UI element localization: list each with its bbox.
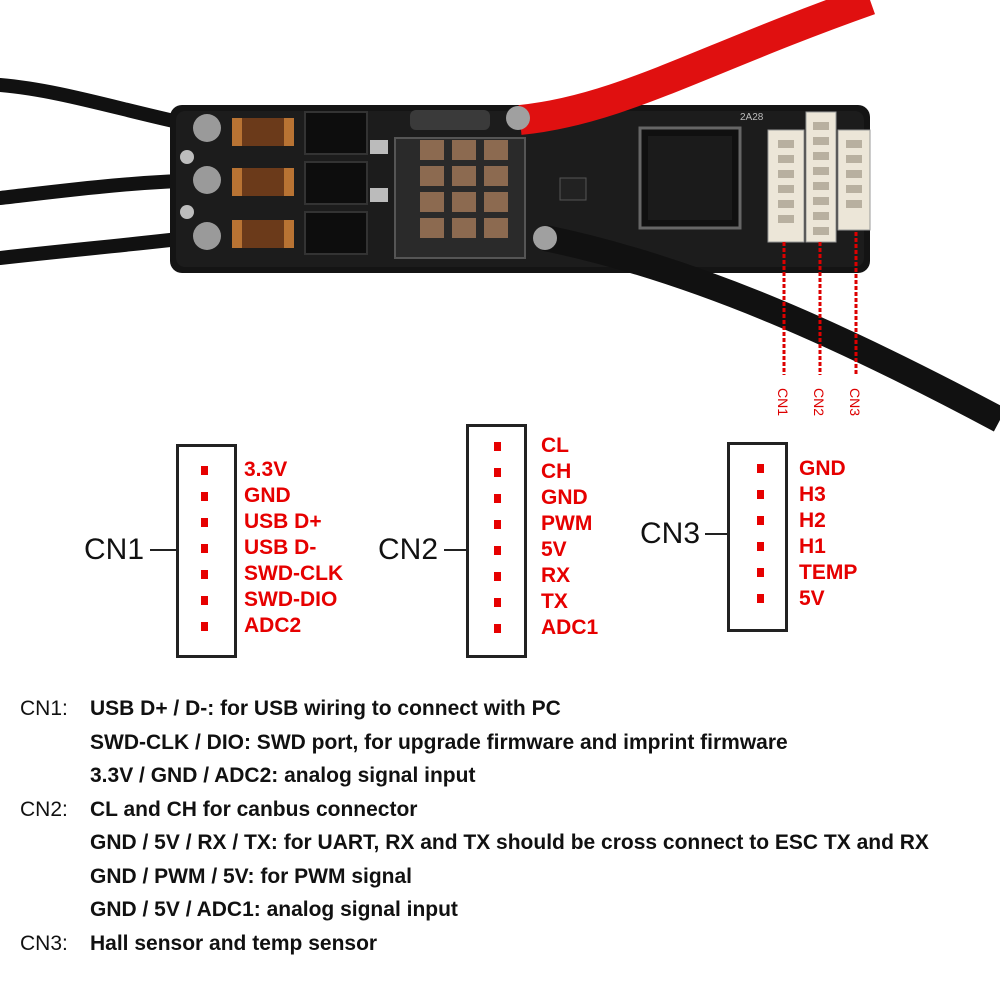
note-text: GND / PWM / 5V: for PWM signal [90,864,413,888]
cn2-bracket-right [496,424,527,658]
note-text: Hall sensor and temp sensor [90,931,378,955]
note-key: CN2: [20,797,68,821]
pin-dot [494,520,501,529]
pin-label: ADC1 [541,616,599,639]
cn2-label: CN2 [378,533,439,566]
pin-dot [201,570,208,579]
pin-dot [494,494,501,503]
cn3-bracket-right [757,442,788,632]
mosfet [304,211,368,255]
note-row: GND / 5V / ADC1: analog signal input [20,893,995,927]
pin-dot [201,518,208,527]
mosfet [304,161,368,205]
mosfet [304,111,368,155]
esc-board-illustration: 2A28 CN1 CN2 CN3 [0,0,1000,432]
cn1-bracket-left [176,444,209,658]
note-row: SWD-CLK / DIO: SWD port, for upgrade fir… [20,726,995,760]
pin-dot [757,594,764,603]
cn3-lead [705,533,729,535]
solder-pad [193,114,221,142]
capacitor-bank [420,140,508,238]
pin-label: SWD-CLK [244,562,344,585]
pin-label: 5V [799,587,825,610]
cn3-tag: CN3 [847,388,863,416]
cn1-label: CN1 [84,533,145,566]
cn3-label: CN3 [640,517,701,550]
note-row: CN2: CL and CH for canbus connector [20,793,995,827]
pin-dot [201,596,208,605]
pin-dot [201,466,208,475]
pin-label: PWM [541,512,593,535]
pin-label: USB D- [244,536,317,559]
pin-dot [494,546,501,555]
cn2-pin-labels: CL CH GND PWM 5V RX TX ADC1 [541,433,598,641]
pin-label: ADC2 [244,614,302,637]
note-key: CN1: [20,697,68,720]
pin-label: USB D+ [244,510,322,533]
pin-dot [201,492,208,501]
note-row: GND / 5V / RX / TX: for UART, RX and TX … [20,826,995,860]
pin-label: GND [541,486,588,509]
pin-label: H2 [799,509,826,532]
note-text: GND / 5V / ADC1: analog signal input [90,898,458,921]
pin-dot [201,544,208,553]
note-text: CL and CH for canbus connector [90,797,418,821]
pin-dot [494,624,501,633]
pin-label: TEMP [799,561,858,584]
note-text: GND / 5V / RX / TX: for UART, RX and TX … [90,831,929,854]
pin-label: TX [541,590,568,613]
pin-dot [757,568,764,577]
cn2-header [805,111,837,243]
cn1-tag: CN1 [775,388,791,416]
pin-label: 3.3V [244,458,288,481]
pin-label: CH [541,460,572,483]
note-text: USB D+ / D-: for USB wiring to connect w… [90,697,561,720]
note-row: 3.3V / GND / ADC2: analog signal input [20,759,995,793]
note-row: CN1: USB D+ / D-: for USB wiring to conne… [20,692,995,726]
cn1-bracket-right [206,444,237,658]
note-text: 3.3V / GND / ADC2: analog signal input [90,764,476,787]
cn1-lead [150,549,176,551]
note-row: CN3: Hall sensor and temp sensor [20,927,995,961]
cn2-tag: CN2 [811,388,827,416]
pin-dot [757,542,764,551]
pinout-notes: CN1: USB D+ / D-: for USB wiring to conne… [20,692,995,960]
pin-dot [494,572,501,581]
note-key: CN3: [20,931,68,955]
note-text: SWD-CLK / DIO: SWD port, for upgrade fir… [90,730,788,754]
solder-pad [193,166,221,194]
pin-label: RX [541,564,571,587]
cn1-pin-labels: 3.3V GND USB D+ USB D- SWD-CLK SWD-DIO A… [244,457,343,639]
power-wire-red [518,0,875,135]
pin-dot [494,442,501,451]
pin-dot [494,468,501,477]
pin-dot [757,516,764,525]
solder-pad [193,222,221,250]
pin-label: H1 [799,535,826,558]
pin-label: SWD-DIO [244,588,338,611]
pin-label: GND [244,484,291,507]
pin-label: GND [799,457,846,480]
pin-dot [757,464,764,473]
pin-dot [757,490,764,499]
pin-label: 5V [541,538,567,561]
pin-label: CL [541,434,569,457]
silkscreen-text: 2A28 [740,112,764,123]
pin-label: H3 [799,483,826,506]
cn2-bracket-left [466,424,499,658]
pin-dot [494,598,501,607]
power-wire-black [542,225,1000,432]
cn3-pin-labels: GND H3 H2 H1 TEMP 5V [799,456,857,612]
cn2-lead [444,549,468,551]
note-row: GND / PWM / 5V: for PWM signal [20,860,995,894]
pin-dot [201,622,208,631]
cn3-bracket-left [727,442,760,632]
